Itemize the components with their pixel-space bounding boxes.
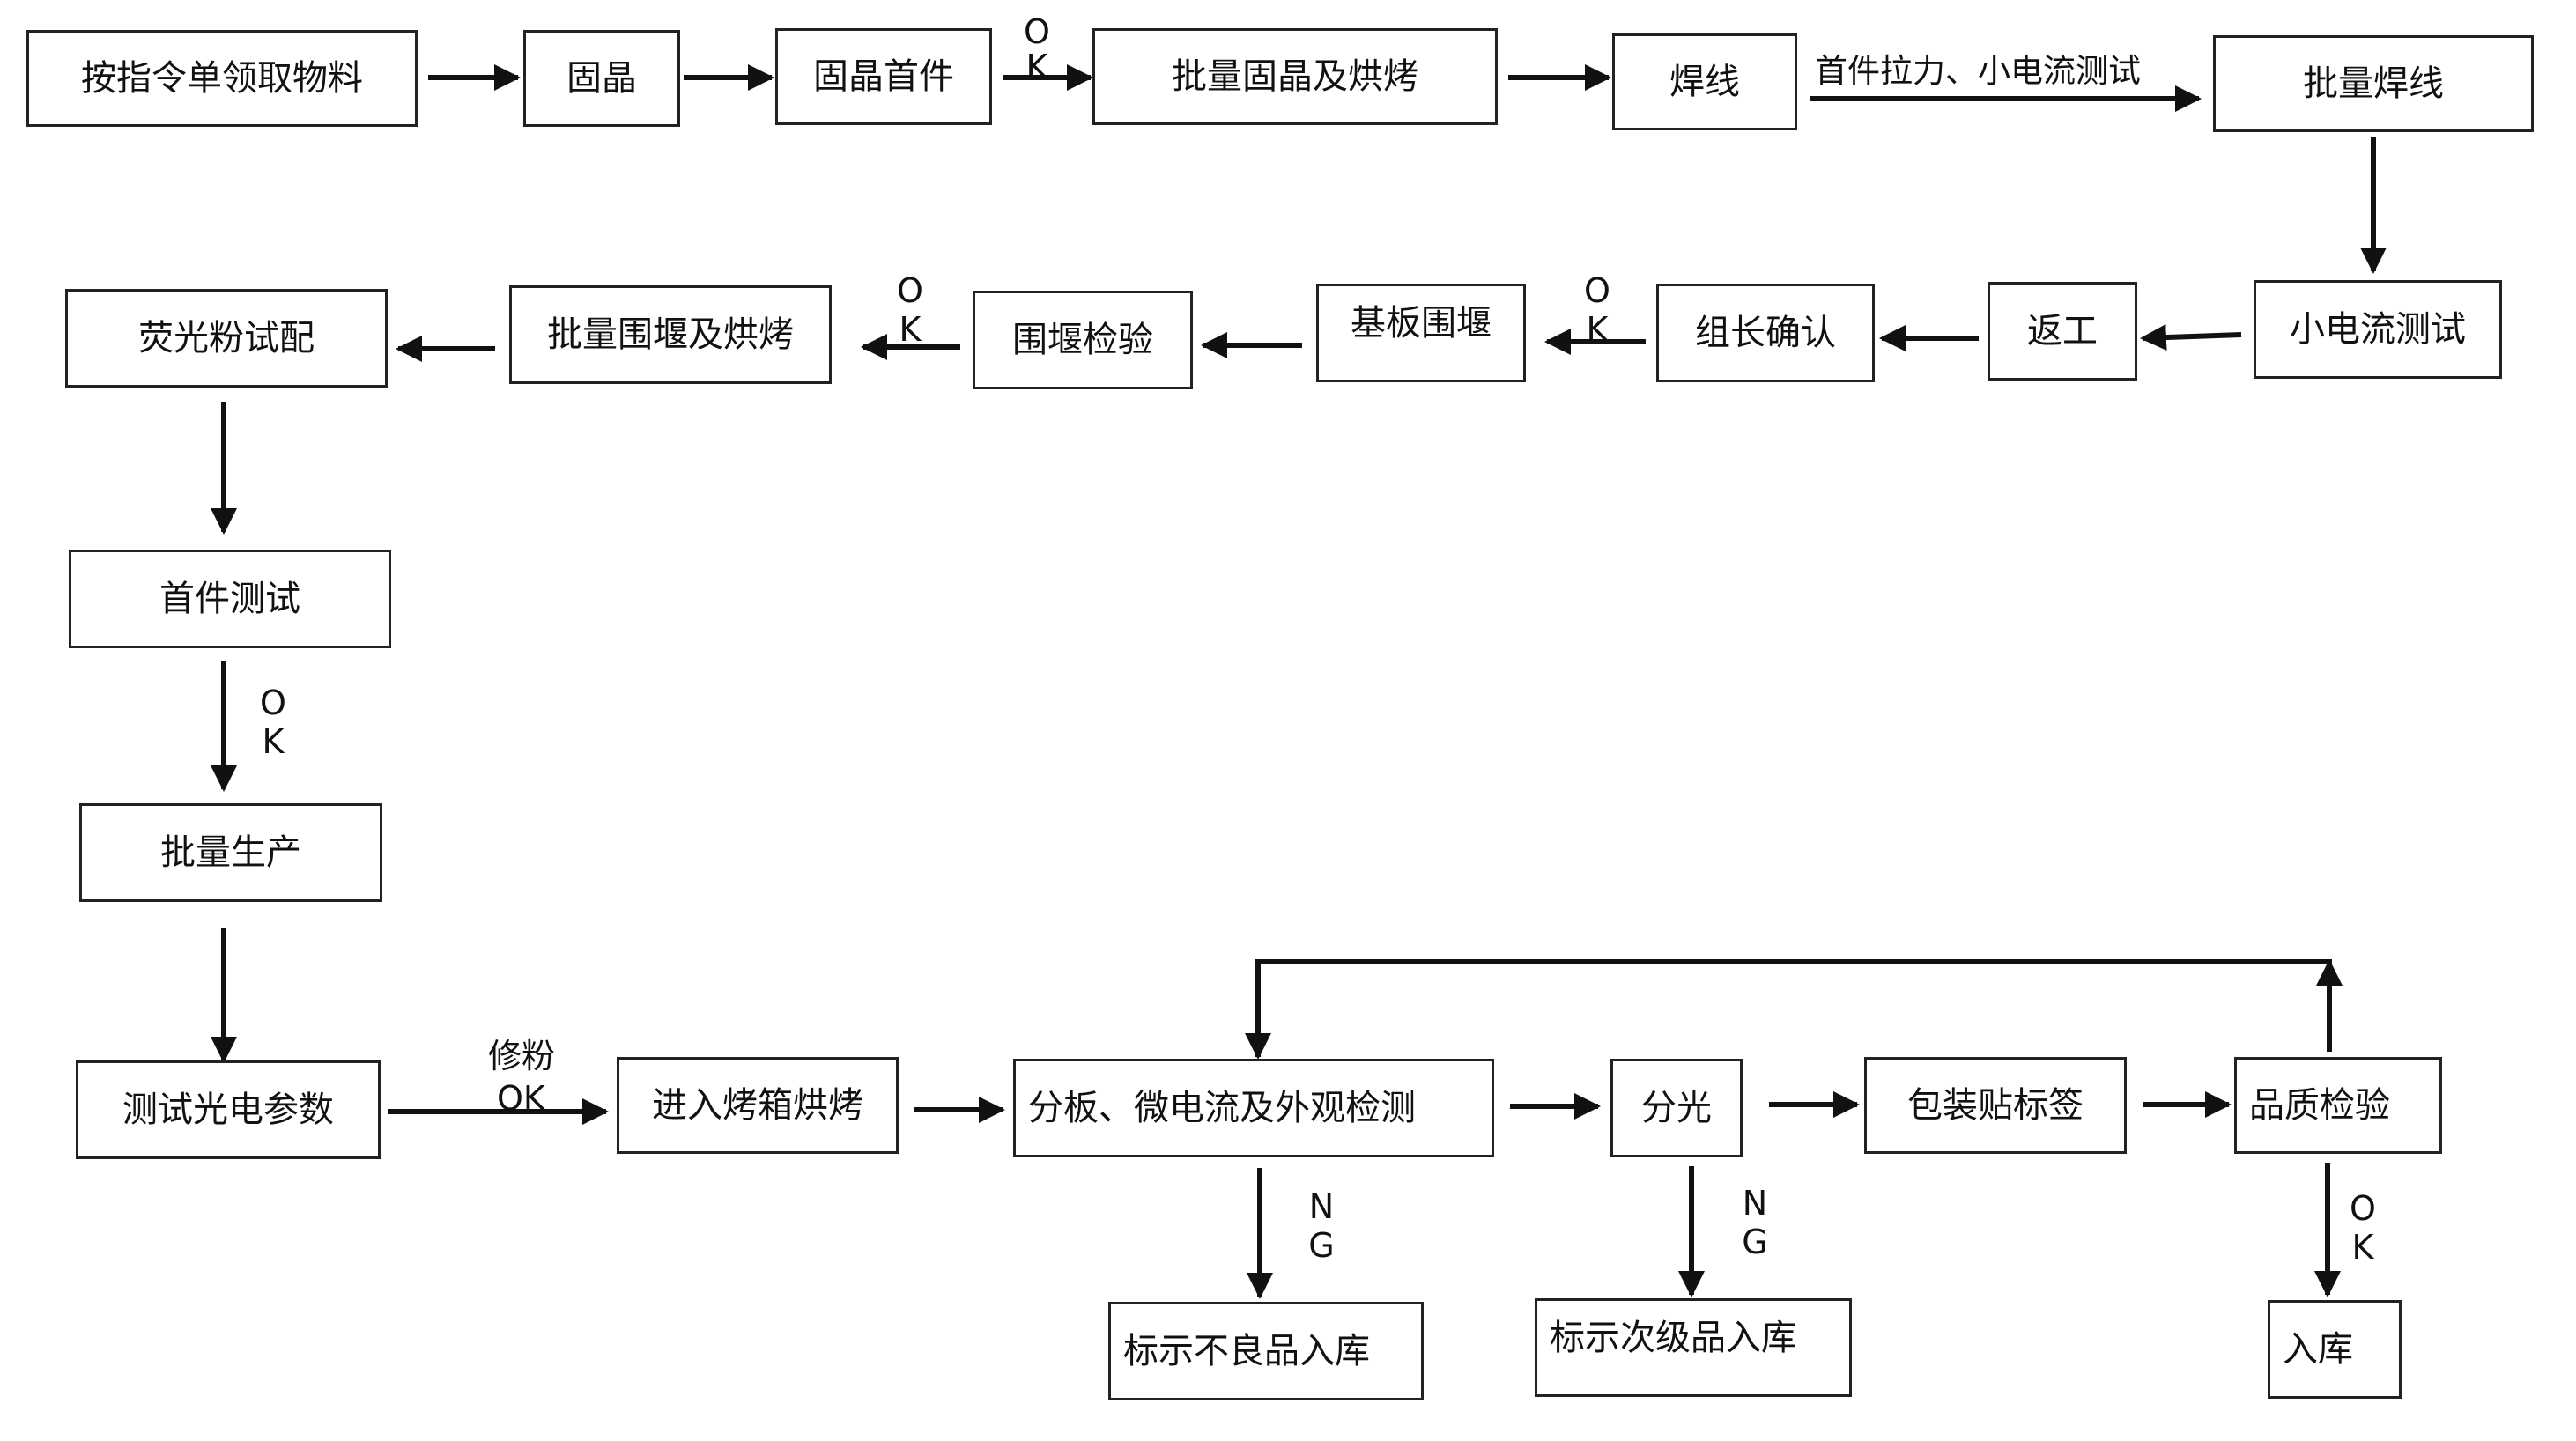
- node-n24: 入库: [2268, 1300, 2402, 1399]
- node-n01: 按指令单领取物料: [26, 30, 418, 127]
- node-n22: 标示不良品入库: [1108, 1302, 1424, 1400]
- edge-label-repair-powder: 修粉: [488, 1037, 556, 1075]
- node-n06: 批量焊线: [2213, 35, 2534, 132]
- edge-label-ok-4: OK: [260, 684, 286, 761]
- edge-label-ok-3: OK: [897, 271, 923, 349]
- node-n10: 基板围堰: [1316, 284, 1526, 382]
- node-n09: 组长确认: [1656, 284, 1875, 382]
- node-n18: 分板、微电流及外观检测: [1013, 1059, 1494, 1157]
- node-n14: 首件测试: [69, 550, 391, 648]
- node-n03: 固晶首件: [775, 28, 992, 125]
- edge-label-ng-1: NG: [1308, 1187, 1335, 1265]
- node-n19: 分光: [1610, 1059, 1743, 1157]
- edge-label-ok-1: OK: [1024, 12, 1050, 86]
- node-n08: 返工: [1988, 282, 2137, 381]
- node-n15: 批量生产: [79, 803, 382, 902]
- edge-label-ok-2: OK: [1584, 271, 1610, 349]
- node-n21: 品质检验: [2234, 1057, 2442, 1154]
- node-n20: 包装贴标签: [1864, 1057, 2127, 1154]
- node-n07: 小电流测试: [2254, 280, 2502, 379]
- edge-label-ok-5: OK: [497, 1079, 545, 1118]
- node-n04: 批量固晶及烘烤: [1092, 28, 1498, 125]
- edge-label-ok-6: OK: [2350, 1189, 2376, 1267]
- node-n23: 标示次级品入库: [1535, 1298, 1852, 1397]
- node-n13: 荧光粉试配: [65, 289, 388, 388]
- node-n11: 围堰检验: [973, 291, 1193, 389]
- node-n05: 焊线: [1612, 33, 1797, 130]
- arrow-n21-n18-loop: [1245, 959, 2332, 1060]
- edge-label-ng-2: NG: [1742, 1184, 1768, 1261]
- node-n16: 测试光电参数: [76, 1060, 381, 1159]
- edge-label-pull-test: 首件拉力、小电流测试: [1815, 52, 2141, 90]
- node-n02: 固晶: [523, 30, 680, 127]
- arrow-n07-n08: [2140, 324, 2242, 351]
- node-n12: 批量围堰及烘烤: [509, 285, 832, 384]
- node-n17: 进入烤箱烘烤: [617, 1057, 899, 1154]
